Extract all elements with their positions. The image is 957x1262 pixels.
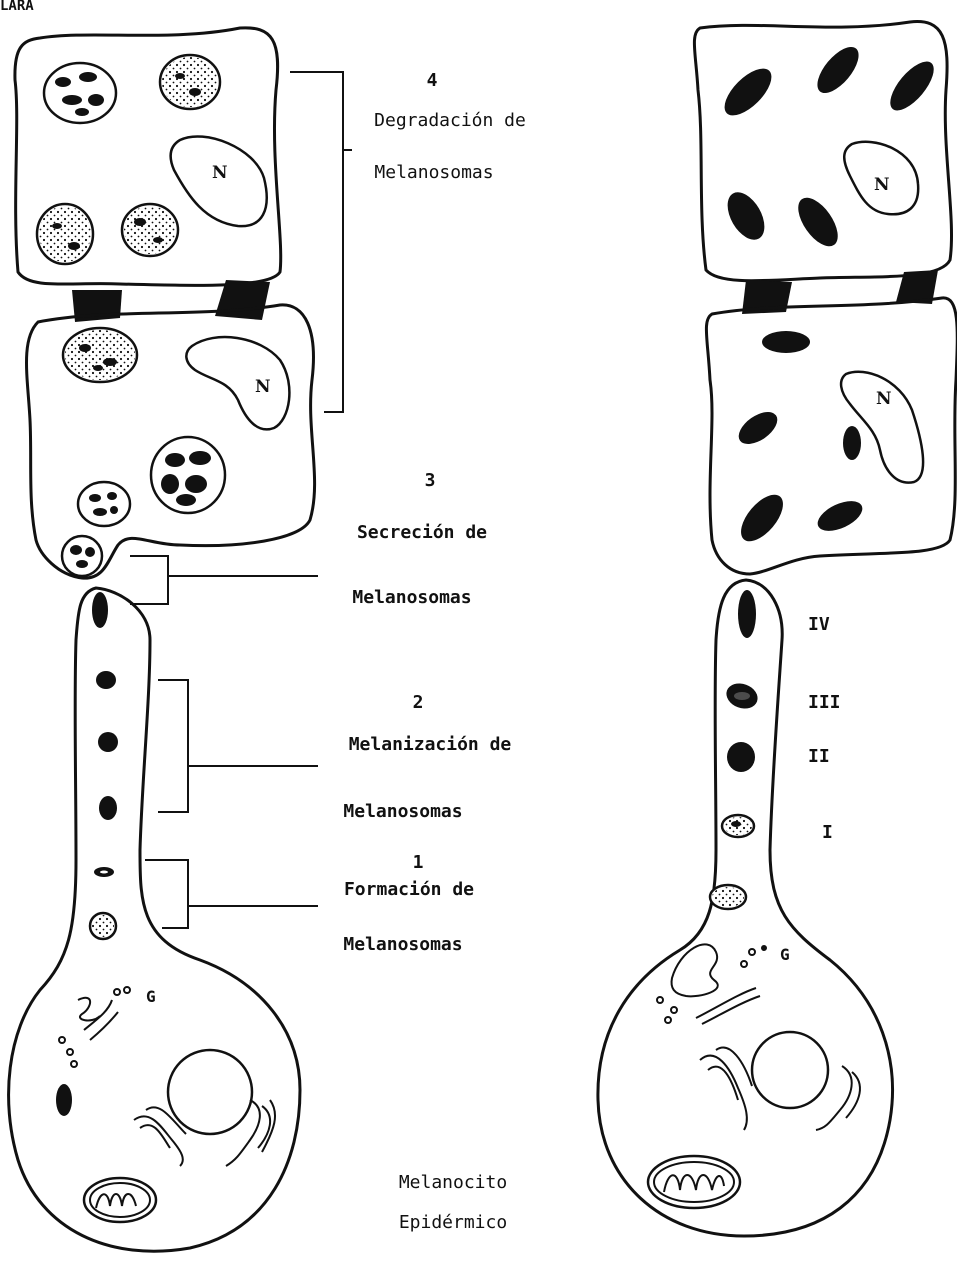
left-melanocyte: G	[9, 588, 300, 1251]
stage4-line2: Melanosomas	[374, 162, 493, 183]
nucleus	[752, 1032, 828, 1108]
bracket-stage1	[145, 860, 188, 928]
left-keratinocyte-middle: N	[27, 305, 315, 578]
cell-label-line1: Melanocito	[399, 1172, 507, 1193]
melanosome	[720, 186, 772, 246]
phase-label-iv: IV	[808, 614, 830, 635]
corner-text: LARA	[0, 0, 34, 14]
stage1-number: 1	[413, 852, 424, 873]
melanosome	[98, 732, 118, 752]
melanosome	[99, 796, 117, 820]
melanosome	[813, 495, 867, 537]
bracket-stage2	[158, 680, 188, 812]
stage1-line2: Melanosomas	[343, 934, 462, 955]
melanosome	[790, 191, 845, 253]
phase-label-i: I	[822, 822, 833, 843]
melanosome	[92, 592, 108, 628]
bracket-stage4	[290, 72, 343, 412]
stage4-number: 4	[427, 70, 438, 91]
stage2-line1: Melanización de	[349, 734, 512, 755]
stage3-line1: Secreción de	[357, 522, 487, 543]
phase-label-ii: II	[808, 746, 830, 767]
right-keratinocyte-top: N	[694, 22, 951, 281]
nucleus-label: N	[876, 389, 892, 409]
melanosome	[810, 40, 866, 100]
nucleus-label: N	[255, 377, 271, 397]
melanosome	[717, 61, 779, 123]
melanosome	[843, 426, 861, 460]
phase-label-iii: III	[808, 692, 841, 713]
stage3-number: 3	[425, 470, 436, 491]
right-keratinocyte-middle: N	[706, 298, 957, 574]
right-melanocyte: G	[598, 580, 893, 1236]
melanosome	[727, 742, 755, 772]
melanosome	[56, 1084, 72, 1116]
stage2-number: 2	[413, 692, 424, 713]
left-keratinocyte-top: N	[15, 28, 281, 286]
stage1-line1: Formación de	[344, 879, 474, 900]
melanosome	[733, 488, 790, 549]
nucleus-label: N	[874, 175, 890, 195]
cell-label-line2: Epidérmico	[399, 1212, 507, 1233]
stage2-line2: Melanosomas	[343, 801, 462, 822]
golgi-label: G	[780, 945, 790, 964]
melanosome	[96, 671, 116, 689]
stage3-line2: Melanosomas	[352, 587, 471, 608]
golgi-label: G	[146, 987, 156, 1006]
nucleus	[168, 1050, 252, 1134]
melanosome	[883, 55, 941, 118]
bracket-stage3	[130, 556, 168, 604]
melanosome	[733, 406, 783, 451]
stage4-line1: Degradación de	[374, 110, 526, 131]
nucleus	[186, 337, 289, 429]
melanosome	[762, 331, 810, 353]
nucleus-label: N	[212, 163, 228, 183]
melanosome	[738, 590, 756, 638]
